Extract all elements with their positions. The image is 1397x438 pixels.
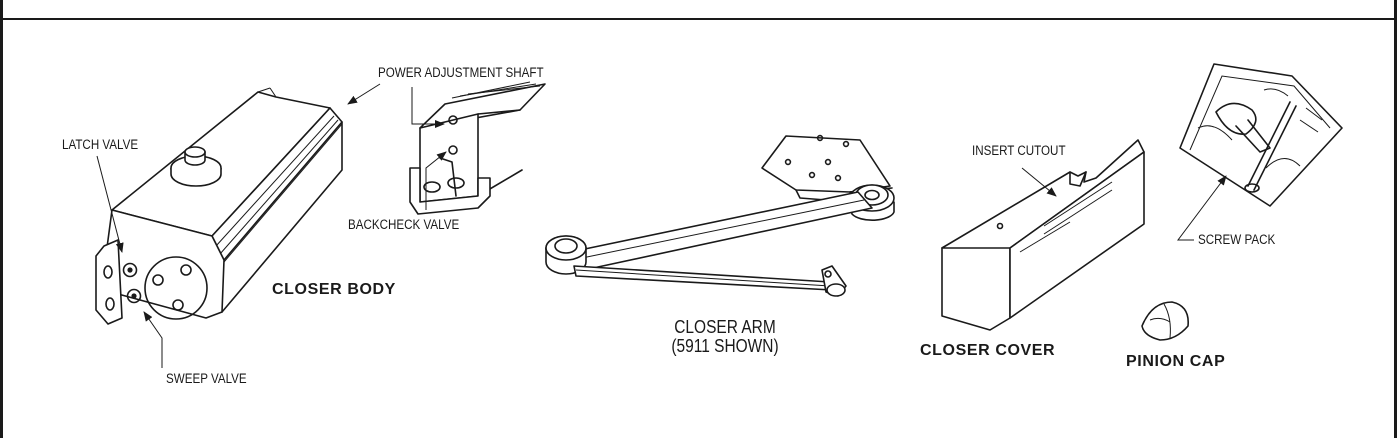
closer-cover-title: CLOSER COVER [920,342,1056,359]
closer-body-leaders [96,83,447,368]
pinion-cap-title: PINION CAP [1126,353,1226,370]
screw-pack-drawing [1179,63,1343,207]
power-adjustment-shaft-label: POWER ADJUSTMENT SHAFT [378,65,544,80]
insert-cutout-label: INSERT CUTOUT [972,143,1066,158]
pinion-cap-drawing [1141,301,1189,341]
closer-arm-title: CLOSER ARM [674,317,776,337]
closer-cover-drawing [941,139,1145,331]
closer-arm-subtitle: (5911 SHOWN) [671,336,779,356]
closer-body-title: CLOSER BODY [272,281,396,298]
sweep-valve-label: SWEEP VALVE [166,371,247,386]
shaft-detail-drawing [409,81,546,215]
screw-pack-leader [1177,175,1227,241]
insert-cutout-leader [1021,167,1057,197]
closer-body-drawing [95,87,343,325]
screw-pack-label: SCREW PACK [1198,232,1276,247]
latch-valve-label: LATCH VALVE [62,137,139,152]
closer-arm-drawing [545,134,895,297]
backcheck-valve-label: BACKCHECK VALVE [348,217,460,232]
